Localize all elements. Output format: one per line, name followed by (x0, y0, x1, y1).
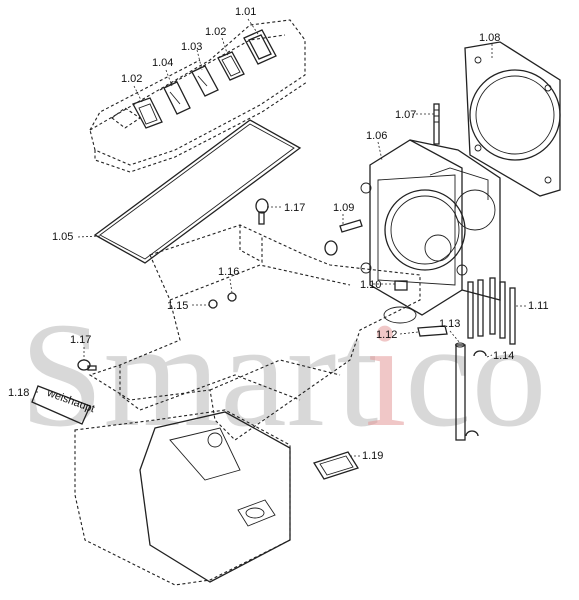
label-1-18: 1.18 (8, 387, 29, 399)
watermark-text-right: co (405, 292, 547, 458)
leader-lines (36, 18, 527, 457)
part-1-08-gasket (464, 41, 561, 197)
part-1-16-washer (227, 292, 237, 302)
label-1-10: 1.10 (360, 279, 381, 291)
label-1-14: 1.14 (493, 350, 514, 362)
part-1-13-shaft (455, 342, 466, 441)
part-1-01-window (243, 29, 277, 65)
part-1-04-glass (163, 81, 191, 115)
label-1-03: 1.03 (181, 41, 202, 53)
part-1-02-gasket-upper (217, 51, 245, 81)
watermark: Smart i co (20, 292, 547, 458)
part-1-10-fitting (394, 280, 408, 291)
label-1-05: 1.05 (52, 231, 73, 243)
label-1-08: 1.08 (479, 32, 500, 44)
label-1-04: 1.04 (152, 57, 173, 69)
eyebolt-mounted (324, 240, 338, 256)
label-1-02-lower: 1.02 (121, 73, 142, 85)
part-labels: 1.01 1.02 1.03 1.04 1.02 1.08 1.07 1.06 … (8, 6, 549, 462)
watermark-text-accent: i (365, 292, 407, 458)
label-1-06: 1.06 (366, 130, 387, 142)
label-1-01: 1.01 (235, 6, 256, 18)
part-1-03-glass (191, 65, 219, 97)
burner-housing (88, 224, 421, 441)
label-1-17-upper: 1.17 (284, 202, 305, 214)
part-1-12-gasket (383, 306, 448, 337)
part-1-05-seal (93, 119, 302, 264)
label-1-11: 1.11 (528, 300, 549, 312)
label-1-17-lower: 1.17 (70, 334, 91, 346)
label-1-07: 1.07 (395, 109, 416, 121)
part-1-11-studs (467, 277, 516, 345)
part-1-17-eyebolt-upper (255, 198, 269, 225)
lower-housing (74, 409, 291, 586)
part-1-15-nut (208, 299, 218, 309)
part-1-09-screw (339, 219, 363, 233)
label-1-19: 1.19 (362, 450, 383, 462)
label-1-15: 1.15 (167, 300, 188, 312)
label-1-09: 1.09 (333, 202, 354, 214)
label-1-12: 1.12 (376, 329, 397, 341)
label-1-02-upper: 1.02 (205, 26, 226, 38)
watermark-text-left: Smart (20, 292, 378, 458)
label-1-13: 1.13 (439, 318, 460, 330)
window-parts (132, 29, 277, 129)
part-1-06-flange (360, 139, 501, 316)
part-1-07-stud (433, 103, 440, 145)
part-1-19-plate (313, 451, 359, 480)
label-1-16: 1.16 (218, 266, 239, 278)
part-1-14-clip (465, 350, 487, 437)
part-1-02-gasket-lower (132, 97, 163, 129)
